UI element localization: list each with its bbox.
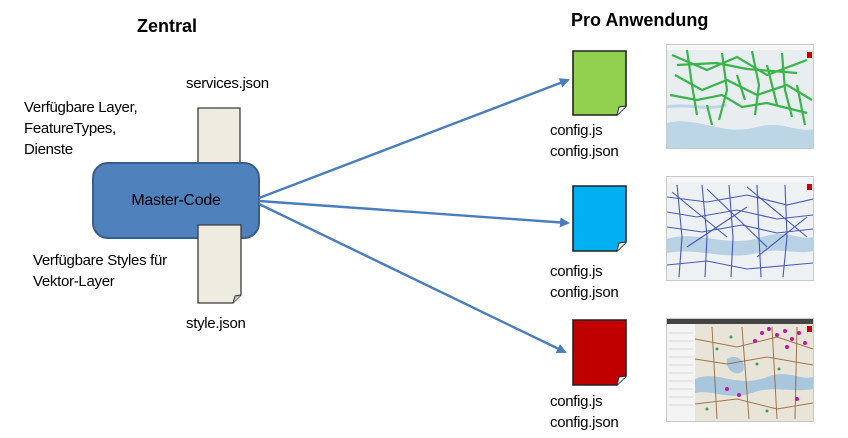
application-3-files: config.js config.json bbox=[550, 391, 619, 433]
application-3-file-1: config.js bbox=[550, 393, 603, 410]
application-1-file-2: config.json bbox=[550, 143, 619, 160]
application-2-file-1: config.js bbox=[550, 263, 603, 280]
application-3-document-icon bbox=[572, 319, 627, 386]
services-note-line-3: Dienste bbox=[24, 141, 73, 158]
arrow-to-application-2 bbox=[258, 199, 570, 228]
master-code-box bbox=[92, 162, 260, 239]
style-json-label: style.json bbox=[186, 315, 246, 332]
master-code-label: Master-Code bbox=[131, 192, 221, 209]
style-json-document-icon bbox=[197, 224, 242, 304]
arrow-to-application-3 bbox=[258, 202, 567, 354]
green-network-map-image bbox=[667, 45, 813, 148]
application-1-map-thumbnail bbox=[666, 44, 814, 149]
services-note-line-2: FeatureTypes, bbox=[24, 120, 116, 137]
heading-per-application: Pro Anwendung bbox=[571, 10, 709, 30]
style-note-line-2: Vektor-Layer bbox=[33, 273, 115, 290]
application-2-document-icon bbox=[572, 185, 627, 252]
application-2-file-2: config.json bbox=[550, 284, 619, 301]
heading-central: Zentral bbox=[137, 16, 198, 36]
arrow-to-application-1 bbox=[258, 78, 570, 200]
application-2-map-thumbnail bbox=[666, 176, 814, 281]
mixed-points-map-image bbox=[667, 319, 813, 421]
application-1-document-icon bbox=[572, 50, 627, 116]
application-1-file-1: config.js bbox=[550, 122, 603, 139]
application-2-files: config.js config.json bbox=[550, 261, 619, 303]
style-note-line-1: Verfügbare Styles für bbox=[33, 252, 167, 269]
services-json-label: services.json bbox=[186, 75, 269, 92]
application-3-file-2: config.json bbox=[550, 414, 619, 431]
style-note: Verfügbare Styles für Vektor-Layer bbox=[33, 250, 167, 292]
services-note: Verfügbare Layer, FeatureTypes, Dienste bbox=[24, 97, 138, 160]
application-1-files: config.js config.json bbox=[550, 120, 619, 162]
blue-network-map-image bbox=[667, 177, 813, 280]
services-note-line-1: Verfügbare Layer, bbox=[24, 99, 138, 116]
application-3-map-thumbnail bbox=[666, 318, 814, 422]
